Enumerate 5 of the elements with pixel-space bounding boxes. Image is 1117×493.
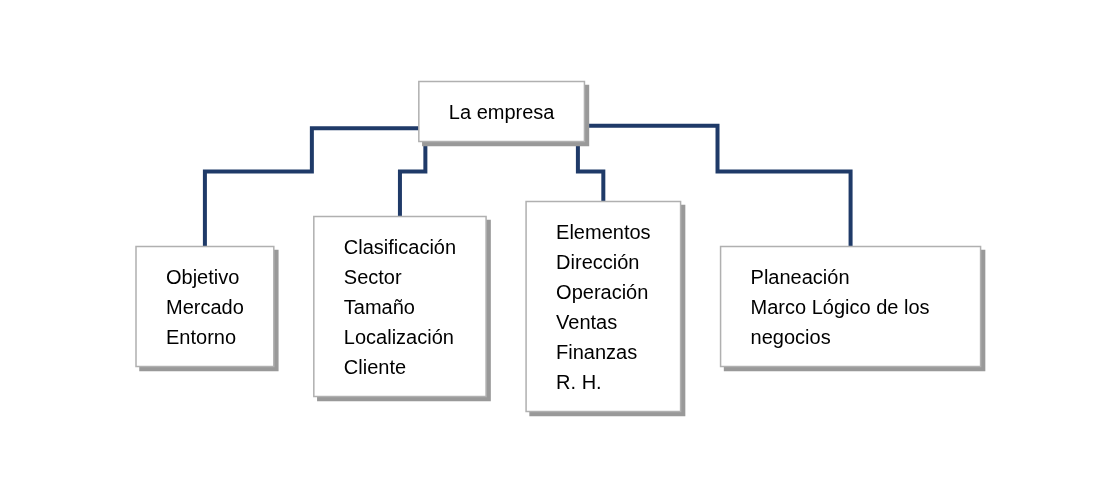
node-box: Planeación Marco Lógico de los negocios [720, 245, 982, 368]
node-box: Clasificación Sector Tamaño Localización Cliente [313, 215, 488, 398]
node-box: Objetivo Mercado Entorno [135, 245, 275, 368]
node-box: La empresa [418, 80, 586, 143]
node-box: Elementos Dirección Operación Ventas Finanzas R. H. [525, 200, 682, 413]
